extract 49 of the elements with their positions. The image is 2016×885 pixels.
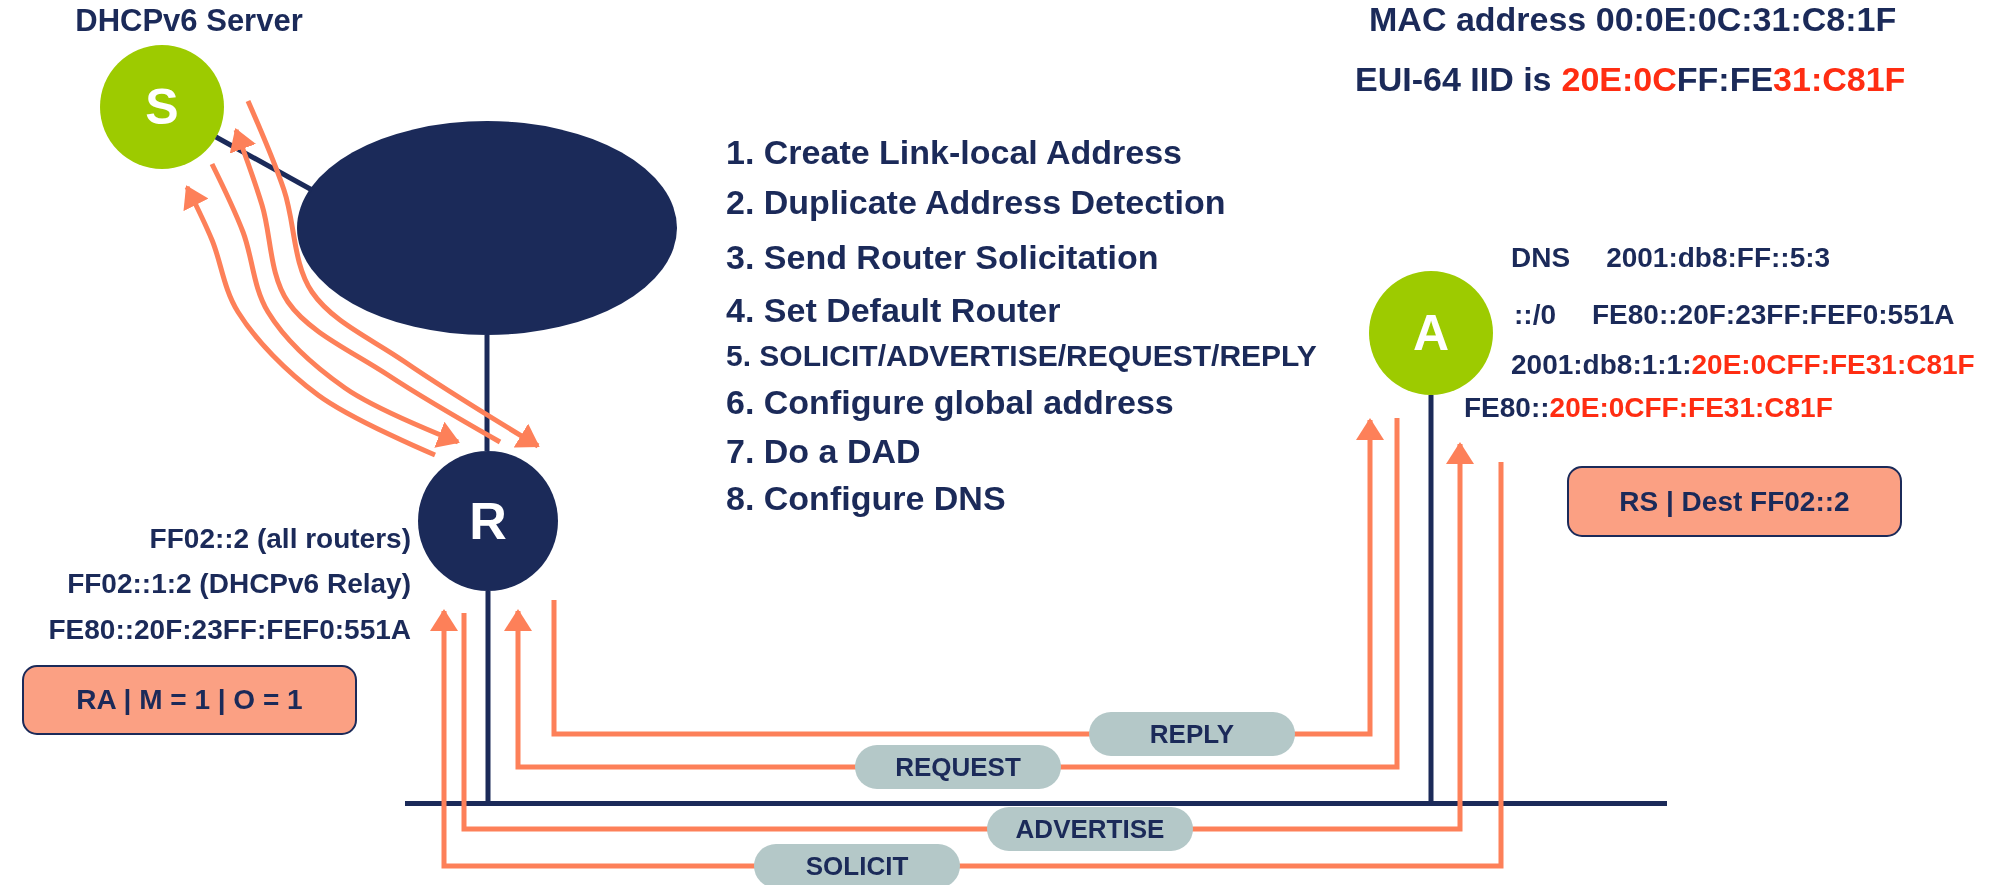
address-label: FE80::20F:23FF:FEF0:551A xyxy=(48,614,411,646)
router-circle xyxy=(418,451,558,591)
node-label: S xyxy=(145,78,179,136)
node-label: RA | M = 1 | O = 1 xyxy=(76,684,303,716)
step-text: 4. Set Default Router xyxy=(726,290,1061,330)
message-label: REQUEST xyxy=(855,745,1061,789)
step-text: 5. SOLICIT/ADVERTISE/REQUEST/REPLY xyxy=(726,339,1317,373)
step-text: 6. Configure global address xyxy=(726,382,1174,422)
arrow xyxy=(183,185,436,458)
arrow xyxy=(229,128,502,445)
address-text: EUI-64 IID is xyxy=(1355,59,1552,99)
link-line xyxy=(214,134,314,193)
step-text: 7. Do a DAD xyxy=(726,431,921,471)
link-line xyxy=(484,335,490,451)
address-label: ::/0 xyxy=(1514,299,1556,331)
node-label: RS | Dest FF02::2 xyxy=(1619,485,1850,518)
address-label: 2001:db8:1:1: xyxy=(1511,349,1692,381)
address-label: 2001:db8:FF::5:3 xyxy=(1606,242,1831,274)
address-label: 20E:0CFF:FE31:C81F xyxy=(1691,349,1975,381)
address-text: MAC address 00:0E:0C:31:C8:1F xyxy=(1369,0,1897,39)
step-text: 8. Configure DNS xyxy=(726,478,1006,518)
address-text: FF:FE xyxy=(1676,59,1774,99)
server-label: DHCPv6 Server xyxy=(75,3,303,39)
address-label: FF02::1:2 (DHCPv6 Relay) xyxy=(67,568,411,600)
address-text: 20E:0C xyxy=(1561,59,1677,99)
message-label: REPLY xyxy=(1089,712,1295,756)
message-box xyxy=(22,665,357,735)
network-cloud xyxy=(297,121,677,335)
node-label: R xyxy=(469,491,507,551)
message-label: ADVERTISE xyxy=(987,807,1193,851)
arrow xyxy=(245,100,540,449)
address-label: FF02::2 (all routers) xyxy=(149,523,411,555)
network-bus xyxy=(405,801,1667,806)
step-text: 1. Create Link-local Address xyxy=(726,132,1182,172)
host-circle xyxy=(1369,271,1493,395)
message-label: SOLICIT xyxy=(754,844,960,885)
address-text: 31:C81F xyxy=(1773,59,1906,99)
address-label: FE80::20F:23FF:FEF0:551A xyxy=(1592,299,1955,331)
address-label: 20E:0CFF:FE31:C81F xyxy=(1549,392,1833,424)
link-line xyxy=(485,591,491,801)
address-label: FE80:: xyxy=(1464,392,1550,424)
node-label: A xyxy=(1412,304,1450,362)
arrow xyxy=(209,162,460,448)
address-label: DNS xyxy=(1511,242,1571,274)
step-text: 2. Duplicate Address Detection xyxy=(726,182,1226,222)
message-box xyxy=(1567,466,1902,537)
server-circle xyxy=(100,45,224,169)
step-text: 3. Send Router Solicitation xyxy=(726,237,1159,277)
link-line xyxy=(1428,395,1434,801)
